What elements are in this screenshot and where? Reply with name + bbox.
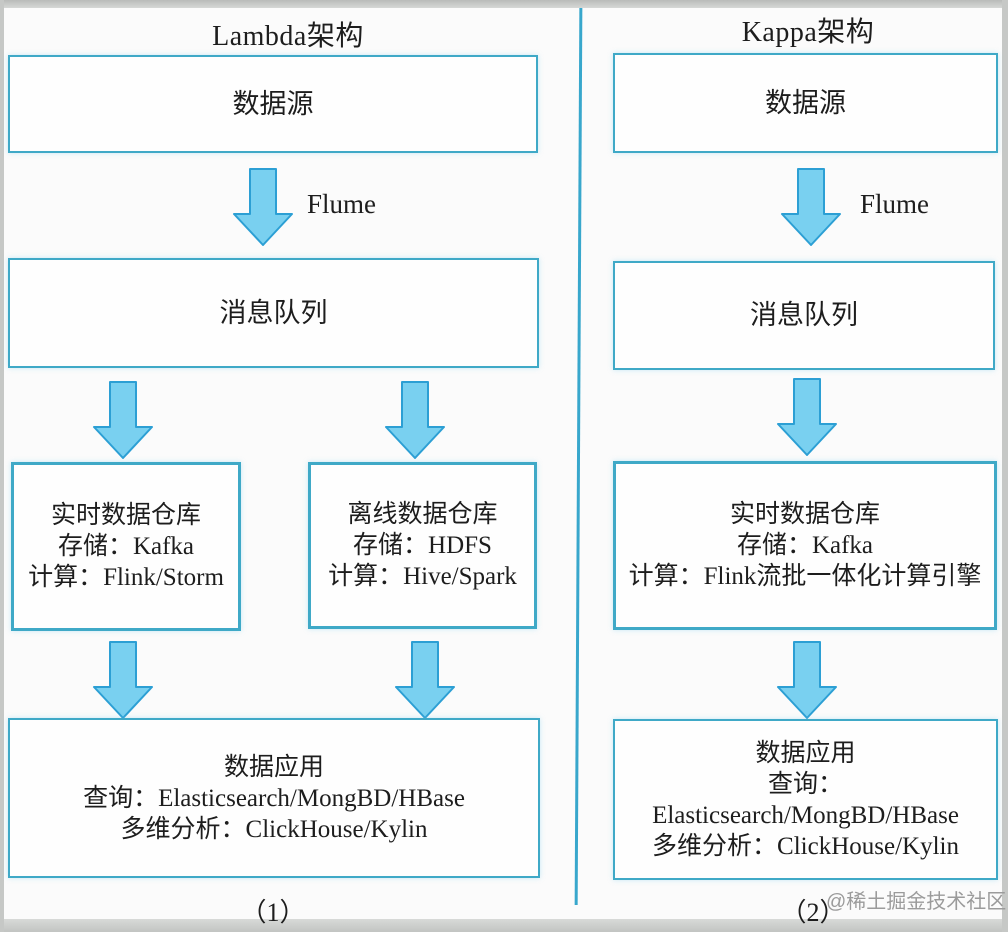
figure-2-label: （2） — [780, 898, 846, 927]
box-line: 多维分析：ClickHouse/Kylin — [120, 815, 428, 843]
lambda-flume-label: Flume — [307, 189, 377, 219]
box-line: 计算：Flink/Storm — [28, 564, 224, 591]
down-arrow-icon — [233, 168, 293, 246]
panel-divider — [574, 7, 583, 906]
down-arrow-icon — [395, 641, 455, 719]
photo-edge-right — [1002, 0, 1008, 932]
box-label: 消息队列 — [750, 300, 858, 330]
lambda-panel-title: Lambda架构 — [212, 21, 364, 52]
photo-edge-bottom — [0, 919, 1008, 932]
box-line: 计算：Flink流批一体化计算引擎 — [628, 563, 982, 590]
lambda-offline-warehouse-box: 离线数据仓库 存储：HDFS 计算：Hive/Spark — [308, 462, 537, 629]
box-line: 存储：Kafka — [736, 532, 874, 559]
box-line: 数据应用 — [755, 739, 856, 767]
down-arrow-icon — [93, 641, 153, 719]
box-line: 多维分析：ClickHouse/Kylin — [652, 832, 959, 860]
figure-1-label: （1） — [240, 898, 306, 927]
down-arrow-icon — [385, 381, 445, 459]
lambda-data-source-box: 数据源 — [8, 55, 538, 153]
box-line: 存储：Kafka — [57, 533, 195, 560]
lambda-data-application-box: 数据应用 查询：Elasticsearch/MongBD/HBase 多维分析：… — [8, 718, 540, 878]
lambda-message-queue-box: 消息队列 — [8, 258, 539, 368]
down-arrow-icon — [93, 381, 153, 459]
box-label: 消息队列 — [219, 297, 328, 328]
lambda-realtime-warehouse-box: 实时数据仓库 存储：Kafka 计算：Flink/Storm — [11, 462, 241, 631]
box-line: 实时数据仓库 — [729, 501, 880, 528]
box-label: 数据源 — [765, 87, 846, 118]
kappa-data-source-box: 数据源 — [613, 53, 998, 153]
down-arrow-icon — [777, 641, 837, 719]
photo-edge-top — [0, 0, 1008, 8]
box-line: 存储：HDFS — [353, 532, 492, 559]
down-arrow-icon — [777, 378, 837, 456]
photo-edge-left — [0, 0, 4, 932]
kappa-flume-label: Flume — [860, 189, 930, 219]
down-arrow-icon — [781, 168, 841, 246]
kappa-data-application-box: 数据应用 查询：Elasticsearch/MongBD/HBase 多维分析：… — [613, 719, 998, 880]
box-line: 计算：Hive/Spark — [328, 563, 517, 590]
box-line: 查询：Elasticsearch/MongBD/HBase — [652, 770, 959, 829]
watermark: @稀土掘金技术社区 — [826, 891, 1007, 913]
kappa-panel-title: Kappa架构 — [741, 17, 875, 48]
kappa-message-queue-box: 消息队列 — [613, 261, 995, 370]
box-line: 数据应用 — [223, 753, 324, 781]
box-line: 离线数据仓库 — [347, 501, 498, 528]
box-line: 查询：Elasticsearch/MongBD/HBase — [83, 784, 465, 812]
box-label: 数据源 — [232, 88, 314, 119]
box-line: 实时数据仓库 — [50, 502, 201, 529]
kappa-realtime-warehouse-box: 实时数据仓库 存储：Kafka 计算：Flink流批一体化计算引擎 — [613, 461, 997, 630]
